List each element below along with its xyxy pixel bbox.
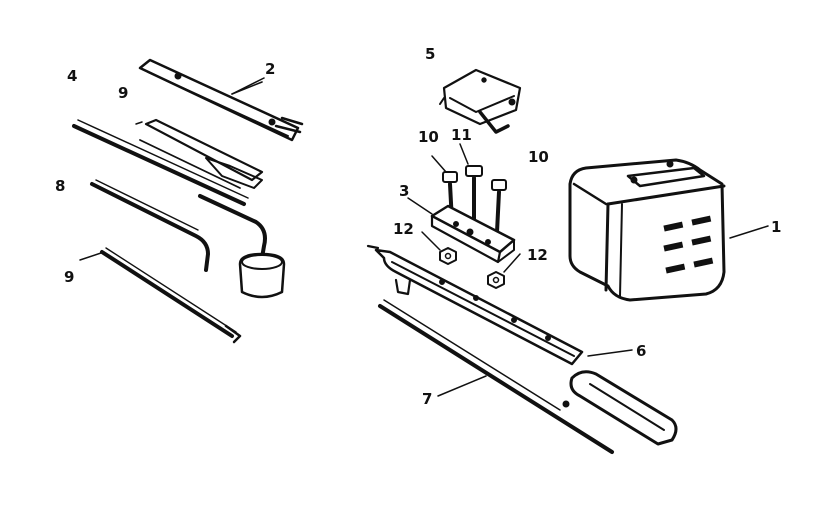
part-10-bolt-right [491, 179, 507, 234]
part-5-clip [439, 68, 522, 134]
callout-12-right: 12 [527, 246, 548, 264]
part-6-bar-assembly [366, 244, 584, 366]
callout-2: 2 [265, 60, 275, 78]
callout-5: 5 [425, 45, 435, 63]
leader-lines [79, 77, 769, 397]
part-12-nut-left [439, 247, 457, 265]
callout-10-right: 10 [528, 148, 549, 166]
callout-3: 3 [399, 182, 409, 200]
socket-wrench [198, 194, 286, 299]
callout-9-lower: 9 [64, 268, 74, 286]
part-12-nut-right [487, 271, 505, 289]
part-4-rod [72, 119, 249, 206]
callout-11: 11 [451, 126, 472, 144]
part-7-rod-with-handle [378, 299, 678, 454]
part-8-hook-rod [90, 179, 210, 272]
callout-8: 8 [55, 177, 65, 195]
callout-10-left: 10 [418, 128, 439, 146]
callout-1: 1 [771, 218, 781, 236]
callout-9-upper: 9 [118, 84, 128, 102]
part-9-thin-rod [100, 247, 242, 344]
part-9-clip-plate [135, 118, 264, 189]
part-1-housing [568, 158, 726, 302]
callout-6: 6 [636, 342, 646, 360]
callout-7: 7 [422, 390, 432, 408]
callout-4: 4 [67, 67, 77, 85]
part-3-terminal-block [430, 204, 516, 264]
callout-12-left: 12 [393, 220, 414, 238]
